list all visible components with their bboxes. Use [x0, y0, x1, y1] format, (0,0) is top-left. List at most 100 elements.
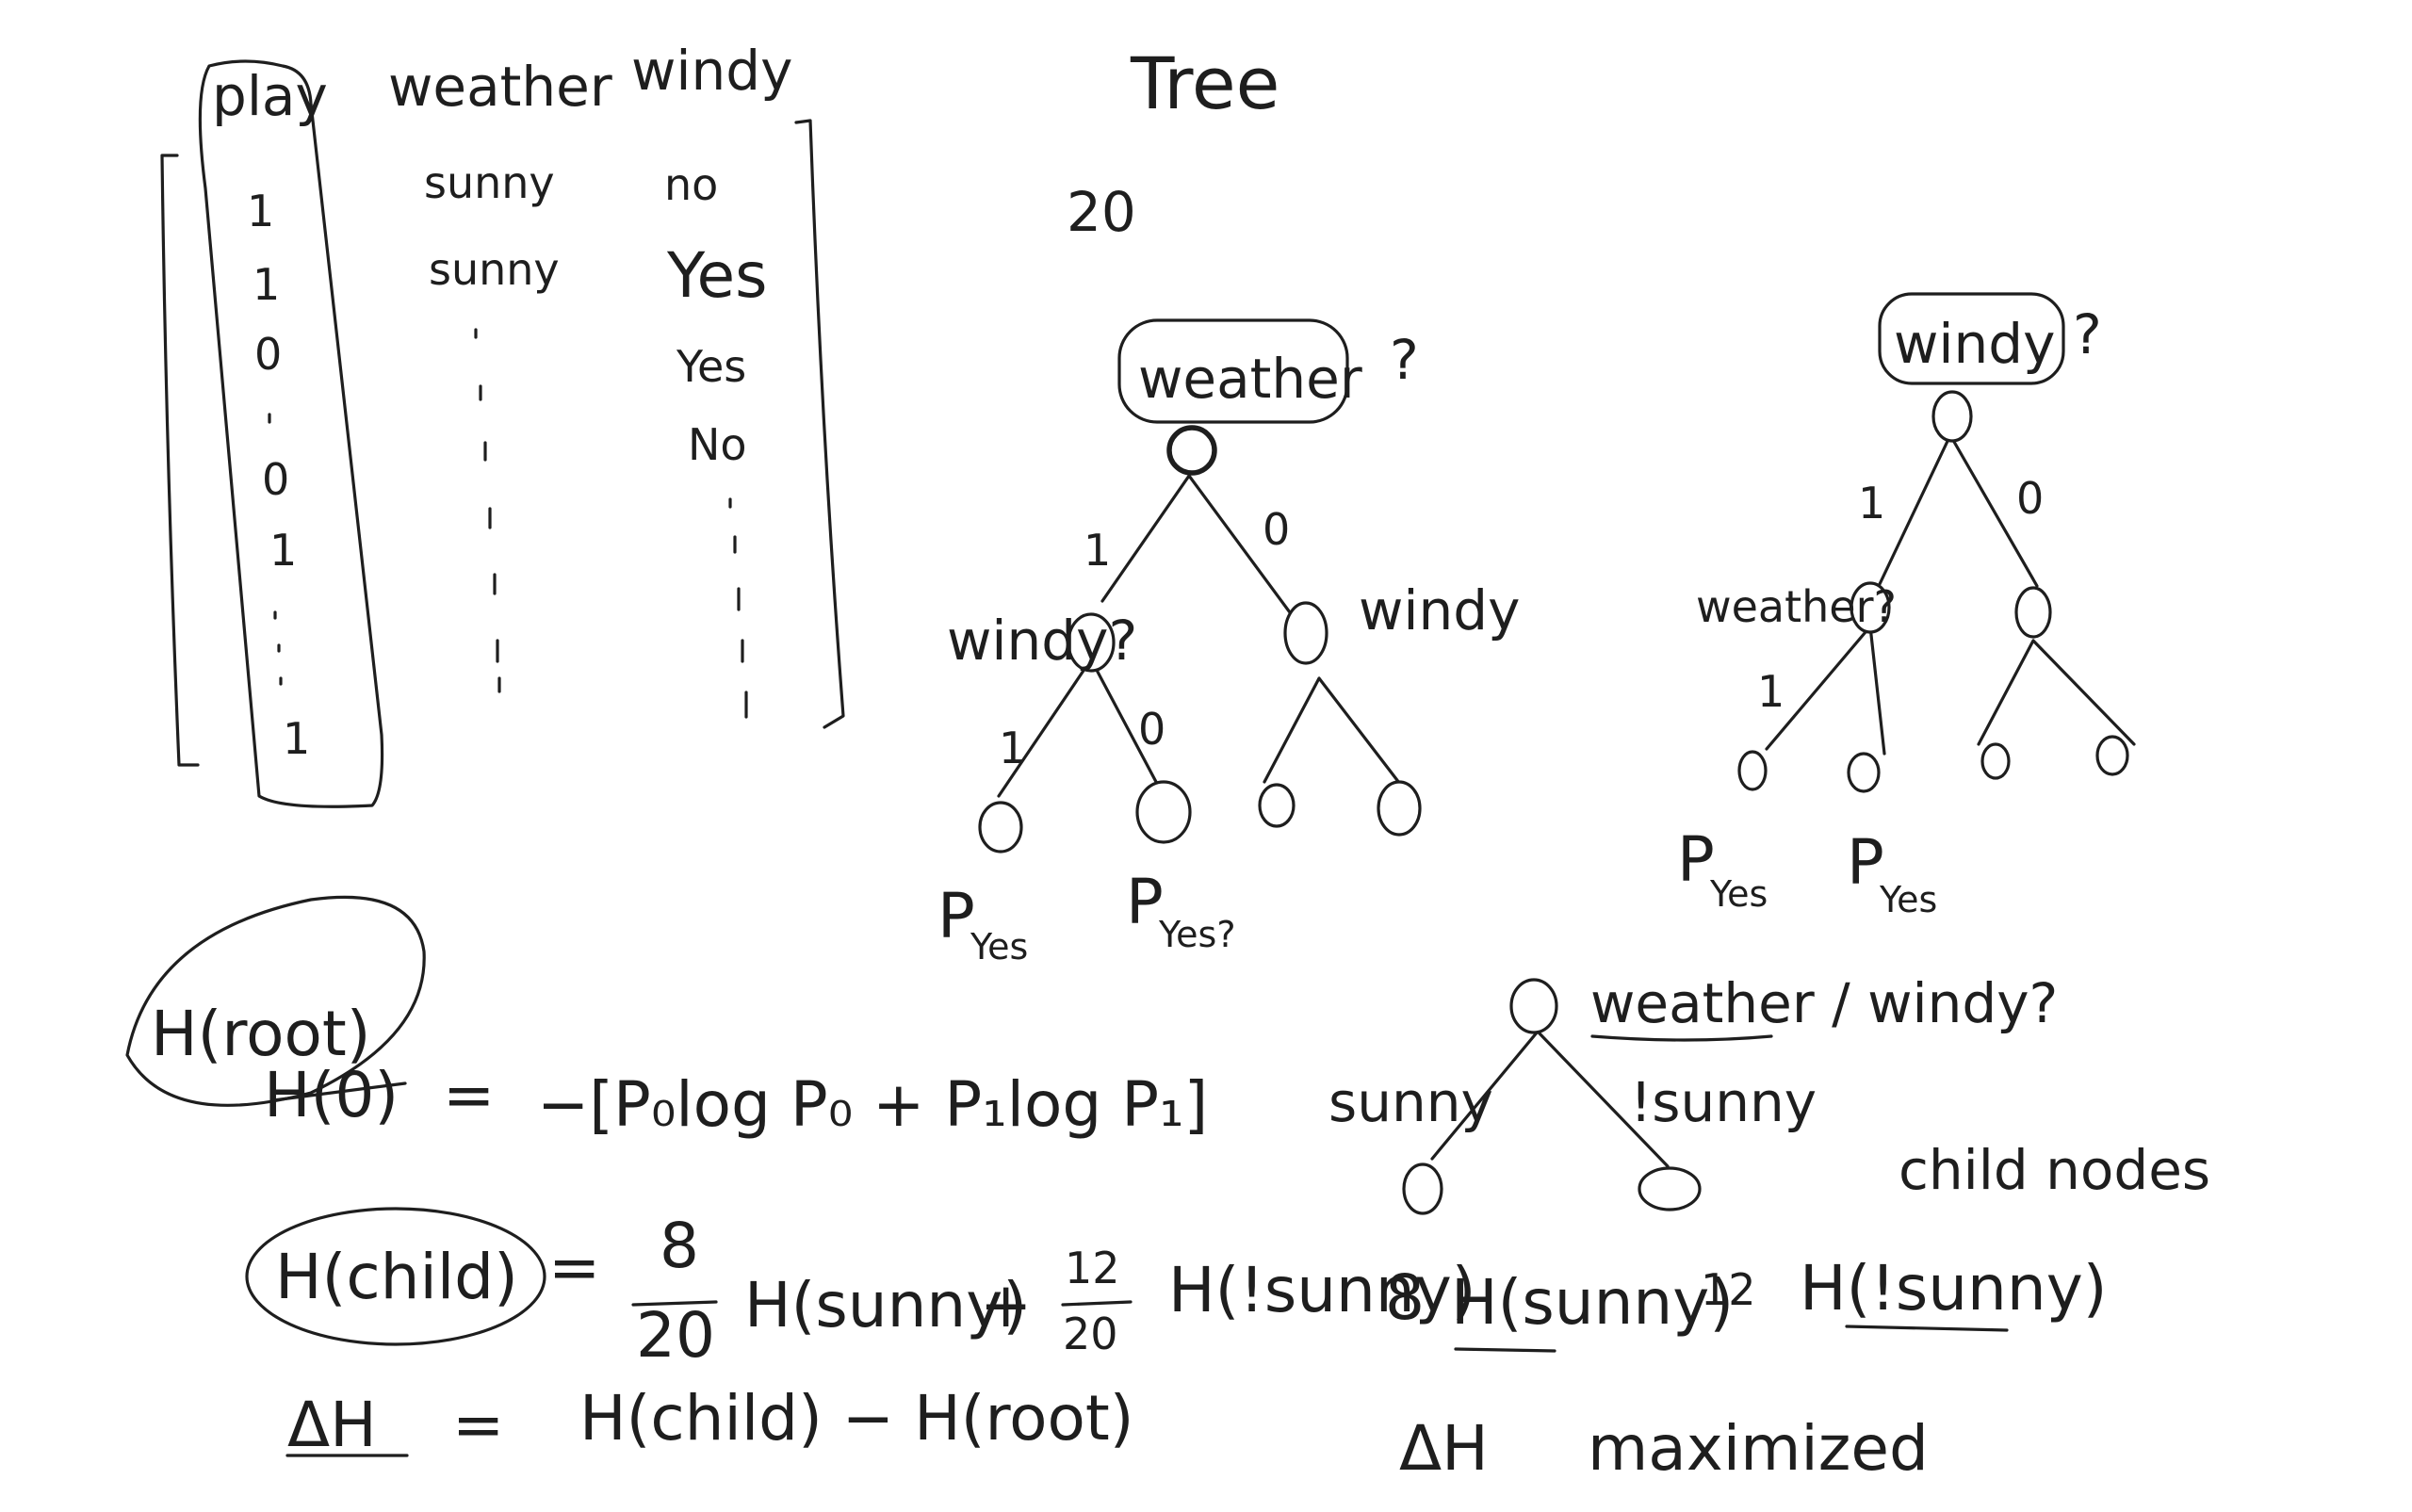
entropy-formula: −[P₀log P₀ + P₁log P₁] [537, 1068, 1208, 1141]
windy-value-3: Yes [676, 341, 746, 392]
split-tree: weather / windy? sunny !sunny child node… [1328, 971, 2210, 1215]
split-root-underline [1590, 1034, 1773, 1042]
tree1-right-label: windy [1359, 578, 1520, 642]
tree1-leaf-3 [1258, 783, 1296, 828]
aside-h-not-sunny: H(!sunny) [1800, 1252, 2108, 1325]
frac1-bar [631, 1300, 718, 1307]
plus-sign: + [980, 1269, 1032, 1341]
h-child-label: H(child) [275, 1241, 518, 1313]
tree-weather: weather ? 1 0 windy? windy 1 0 P Yes P Y… [937, 318, 1520, 967]
windy-value-1: no [664, 159, 718, 210]
split-left-node [1402, 1162, 1443, 1215]
play-column-outline [198, 59, 384, 808]
page-title: Tree [1130, 41, 1279, 125]
delta-h-definition: H(child) − H(root) [579, 1382, 1134, 1455]
frac1-denominator: 20 [636, 1299, 715, 1372]
term-h-not-sunny: H(!sunny) [1168, 1254, 1476, 1326]
aside-number-12: 12 [1701, 1264, 1756, 1315]
split-right-label: !sunny [1630, 1070, 1817, 1134]
tree2-leaf-p-1: P [1677, 823, 1715, 896]
windy-value-2: Yes [666, 239, 768, 312]
tree1-root-question: ? [1390, 328, 1419, 392]
tree1-left-label: windy? [947, 609, 1137, 673]
table-left-bracket [160, 154, 200, 767]
tree1-leaf-p-1: P [937, 880, 975, 952]
split-right-node [1638, 1166, 1702, 1211]
header-play: play [212, 64, 328, 128]
weather-value-2: sunny [429, 244, 560, 295]
delta-h-label: ΔH [287, 1389, 377, 1461]
split-root-label: weather / windy? [1590, 971, 2058, 1035]
tree1-leaf-1 [978, 801, 1023, 854]
split-root-node [1509, 978, 1558, 1034]
split-caption: child nodes [1899, 1138, 2210, 1202]
tree2-leaf-sub-2: Yes [1879, 879, 1937, 920]
tree1-root-label: weather [1138, 347, 1362, 411]
root-label-box [1117, 318, 1349, 424]
tree1-right-branch: 0 [1263, 504, 1290, 555]
sample-count: 20 [1067, 180, 1136, 244]
data-table: play weather windy 1 1 0 0 1 1 sunny sun… [160, 39, 845, 808]
tree2-leaf-2 [1847, 752, 1881, 793]
tree2-right-node [2014, 586, 2052, 639]
term-h-sunny: H(sunny) [744, 1269, 1027, 1341]
h-zero-strike [271, 1081, 407, 1102]
tree1-leaf-4 [1377, 780, 1422, 837]
frac2-denominator: 20 [1063, 1309, 1118, 1359]
h-zero: H(0) [264, 1059, 399, 1131]
tree-windy: windy ? 1 0 weather? 1 P Yes P Yes [1677, 292, 2136, 920]
aside-h-sunny-underline [1454, 1347, 1556, 1353]
tree1-root-node [1166, 425, 1217, 476]
tree2-leaf-3 [1980, 742, 2011, 780]
tree2-root-label: windy [1894, 312, 2055, 376]
tree2-left-node [1850, 581, 1891, 634]
h-root-circle [125, 895, 426, 1107]
delta-h-2: ΔH [1399, 1412, 1489, 1485]
tree1-leaf-p-2: P [1126, 866, 1164, 938]
split-left-label: sunny [1328, 1070, 1493, 1134]
aside-h-sunny: H(sunny) [1451, 1266, 1734, 1339]
tree1-sub-left-branch: 1 [999, 723, 1026, 773]
tree2-leaf-sub-1: Yes [1709, 873, 1768, 915]
play-value-6: 1 [283, 713, 310, 764]
table-right-bracket [794, 119, 845, 729]
tree2-left-label: weather? [1696, 581, 1897, 632]
play-ellipsis-dots [268, 413, 283, 686]
tree1-right-node [1283, 601, 1328, 665]
weather-value-1: sunny [424, 157, 555, 208]
tree2-left-branch: 1 [1858, 478, 1885, 528]
header-windy: windy [631, 39, 792, 103]
maximized-label: maximized [1588, 1412, 1929, 1485]
tree2-right-branch: 0 [2016, 473, 2044, 524]
play-value-4: 0 [262, 454, 289, 505]
tree2-leaf-4 [2095, 735, 2129, 776]
windy-ellipsis-dots [728, 497, 748, 719]
frac1-numerator: 8 [660, 1210, 699, 1282]
tree1-left-branch: 1 [1084, 525, 1111, 576]
equals-3: = [452, 1389, 504, 1461]
windy-value-4: No [688, 419, 747, 470]
tree1-leaf-2 [1135, 780, 1192, 844]
formulas: H(root) H(0) = −[P₀log P₀ + P₁log P₁] H(… [125, 895, 2108, 1485]
frac2-bar [1061, 1300, 1133, 1307]
header-weather: weather [388, 55, 612, 119]
equals-1: = [443, 1059, 495, 1131]
tree1-leaf-sub-2: Yes? [1158, 914, 1236, 955]
play-value-3: 0 [254, 329, 282, 380]
frac2-numerator: 12 [1065, 1243, 1120, 1293]
h-root-label: H(root) [151, 998, 370, 1070]
equals-2: = [548, 1231, 600, 1304]
tree1-leaf-sub-1: Yes [970, 926, 1028, 967]
tree1-edges [997, 474, 1408, 798]
tree1-sub-right-branch: 0 [1138, 704, 1165, 755]
tree2-edges [1765, 433, 2136, 756]
play-value-5: 1 [269, 525, 297, 576]
play-value-1: 1 [247, 186, 274, 236]
tree2-root-node [1931, 390, 1973, 443]
aside-h-not-sunny-underline [1845, 1325, 2009, 1332]
tree2-leaf-1 [1737, 750, 1768, 791]
tree2-root-question: ? [2073, 302, 2102, 366]
tree1-left-node [1067, 612, 1116, 673]
